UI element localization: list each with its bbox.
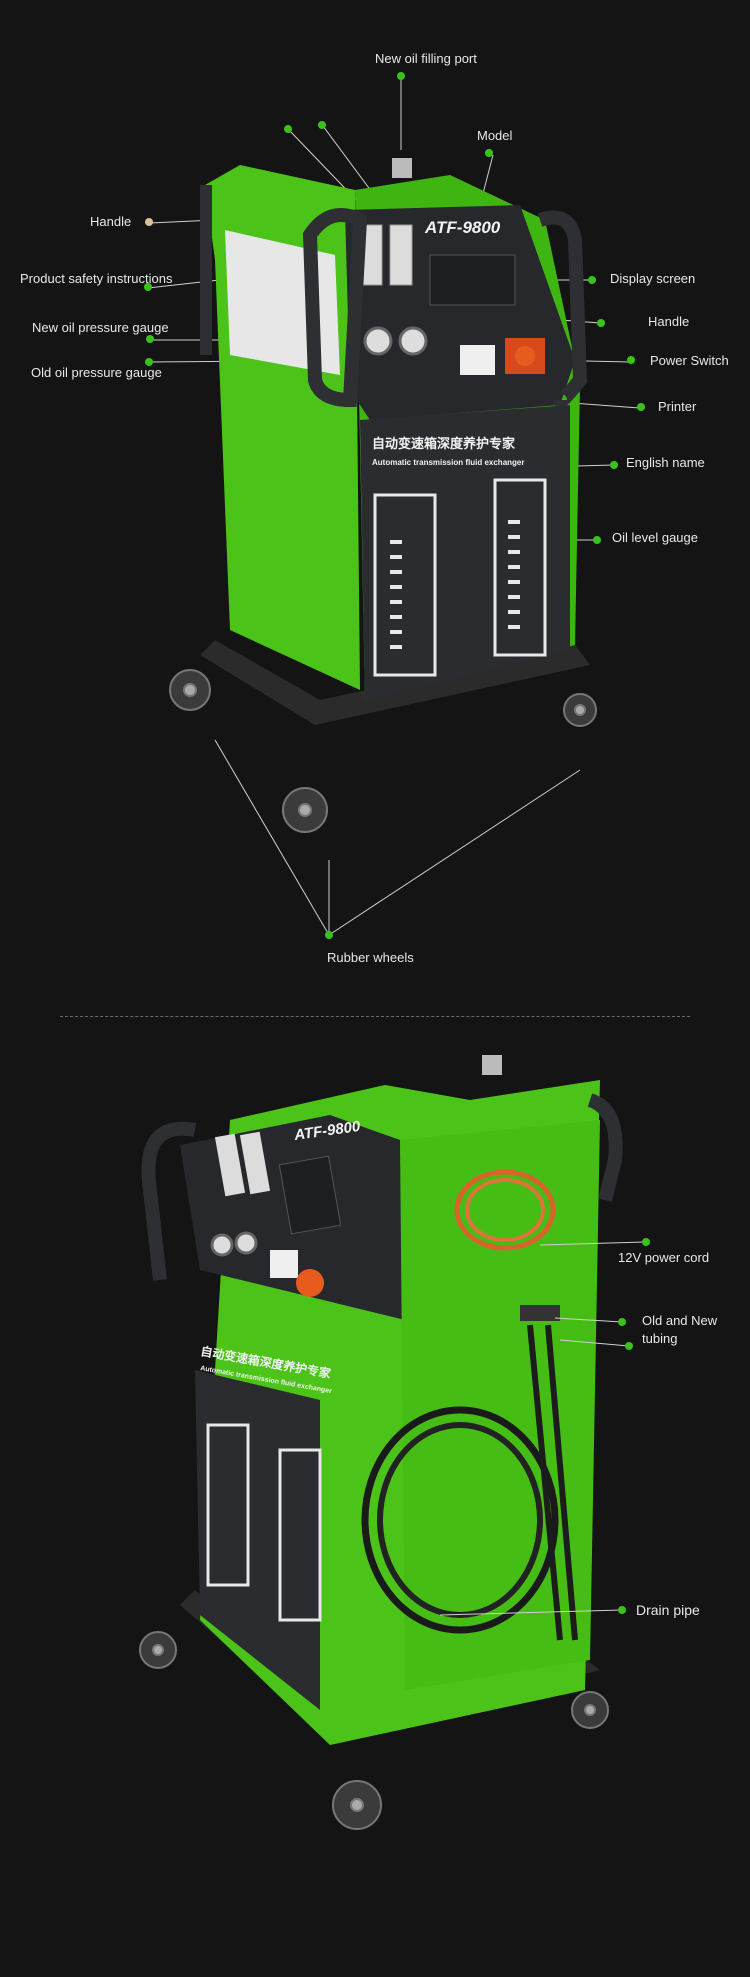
label-new-oil-pressure-gauge: New oil pressure gauge (32, 320, 169, 335)
label-rubber-wheels: Rubber wheels (327, 950, 414, 965)
bottom-rubber-wheels (139, 1631, 609, 1830)
top-base-frame (200, 640, 590, 725)
label-display-screen: Display screen (610, 271, 696, 286)
top-english-title: Automatic transmission fluid exchanger (372, 458, 524, 467)
label-power-switch: Power Switch (650, 353, 729, 368)
top-chinese-title: 自动变速箱深度养护专家 (372, 436, 516, 452)
label-12v-power-cord: 12V power cord (618, 1250, 710, 1265)
top-model-text: ATF-9800 (424, 218, 501, 237)
label-old-new-tubing-line1: Old and New (642, 1313, 718, 1328)
label-oil-level-gauge: Oil level gauge (612, 530, 698, 545)
section-divider (60, 1016, 690, 1017)
label-english-name: English name (626, 455, 705, 470)
bottom-machine-body (141, 1055, 623, 1745)
bottom-leader-lines (439, 1241, 647, 1616)
label-handle-left: Handle (90, 214, 132, 229)
label-product-safety-instructions: Product safety instructions (20, 271, 173, 286)
label-old-new-tubing-line2: tubing (642, 1331, 678, 1346)
label-old-oil-pressure-gauge: Old oil pressure gauge (31, 365, 162, 380)
bottom-marker-dots (618, 1238, 650, 1614)
label-printer: Printer (658, 399, 697, 414)
label-model: Model (477, 128, 513, 143)
label-drain-pipe: Drain pipe (636, 1602, 700, 1618)
label-handle-right: Handle (648, 314, 690, 329)
label-new-oil-filling-port: New oil filling port (375, 51, 477, 66)
top-marker-dots (144, 72, 645, 939)
top-machine-body (200, 158, 588, 700)
top-rubber-wheels (169, 669, 597, 833)
